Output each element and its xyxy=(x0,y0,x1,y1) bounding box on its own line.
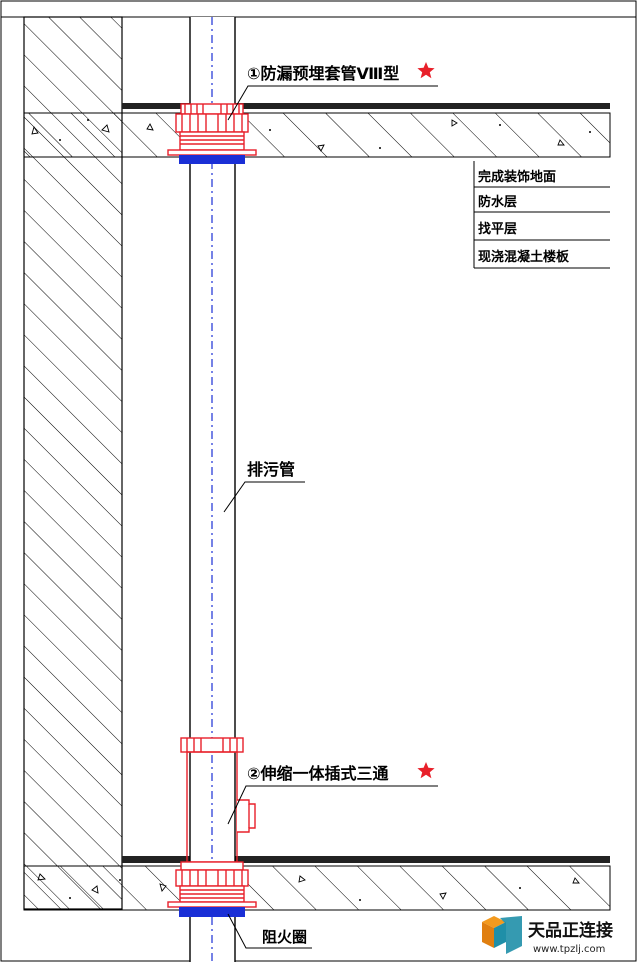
firestop-label: 阻火圈 xyxy=(262,928,307,946)
anti-leak-sleeve-fitting xyxy=(167,103,257,156)
watermark-brand: 天品正连接 xyxy=(528,920,613,941)
watermark-url: www.tpzlj.com xyxy=(533,944,605,955)
layer-leveling: 找平层 xyxy=(478,221,517,237)
upper-floor-slab xyxy=(23,103,611,158)
telescopic-tee-fitting xyxy=(167,737,257,908)
leader-lines xyxy=(223,85,610,949)
brand-logo: 天品正连接 www.tpzlj.com xyxy=(478,915,630,957)
fitting2-label: ②伸缩一体插式三通 xyxy=(247,764,389,783)
layer-finished-floor: 完成装饰地面 xyxy=(478,169,556,185)
layer-waterproofing: 防水层 xyxy=(478,194,517,210)
firestop-collar-ring xyxy=(179,907,245,917)
layer-concrete-slab: 现浇混凝土楼板 xyxy=(478,249,570,265)
fitting1-label: ①防漏预埋套管Ⅷ型 xyxy=(247,64,399,83)
fitting2-star-icon xyxy=(417,762,435,779)
pipe-label: 排污管 xyxy=(247,460,295,479)
left-wall xyxy=(23,16,123,910)
lower-floor-slab xyxy=(23,856,611,911)
fitting1-star-icon xyxy=(417,62,435,79)
upper-blue-ring xyxy=(179,155,245,164)
